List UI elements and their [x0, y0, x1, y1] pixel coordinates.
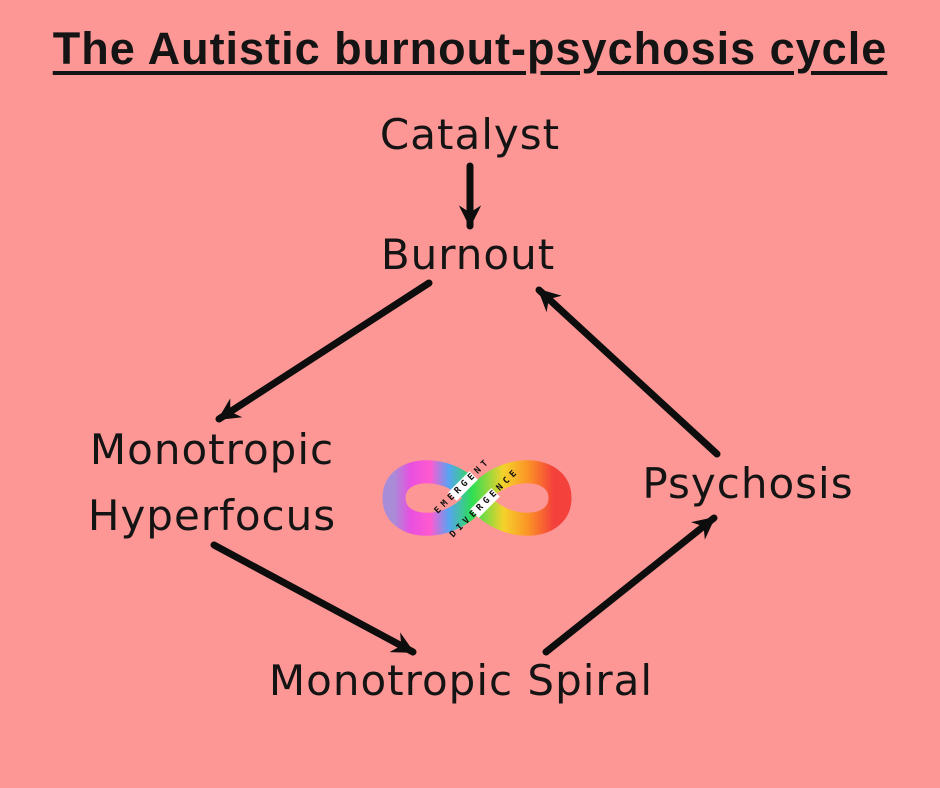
node-catalyst: Catalyst: [379, 110, 561, 159]
arrow-psychosis-to-burnout: [535, 286, 721, 458]
rainbow-infinity-icon: [382, 460, 572, 536]
node-monotropic-hyperfocus-line1: Monotropic: [89, 425, 335, 474]
node-psychosis: Psychosis: [642, 459, 854, 508]
node-burnout: Burnout: [380, 230, 556, 279]
node-monotropic-hyperfocus: Monotropic Hyperfocus: [88, 417, 336, 549]
node-monotropic-spiral: Monotropic Spiral: [268, 656, 654, 705]
arrow-hyperfocus-to-spiral: [210, 541, 417, 656]
emergent-divergence-logo: EMERGENT DIVERGENCE: [370, 445, 584, 551]
arrow-burnout-to-hyperfocus: [215, 279, 433, 423]
page-title: The Autistic burnout-psychosis cycle: [52, 23, 888, 74]
node-monotropic-hyperfocus-line2: Hyperfocus: [87, 491, 337, 540]
